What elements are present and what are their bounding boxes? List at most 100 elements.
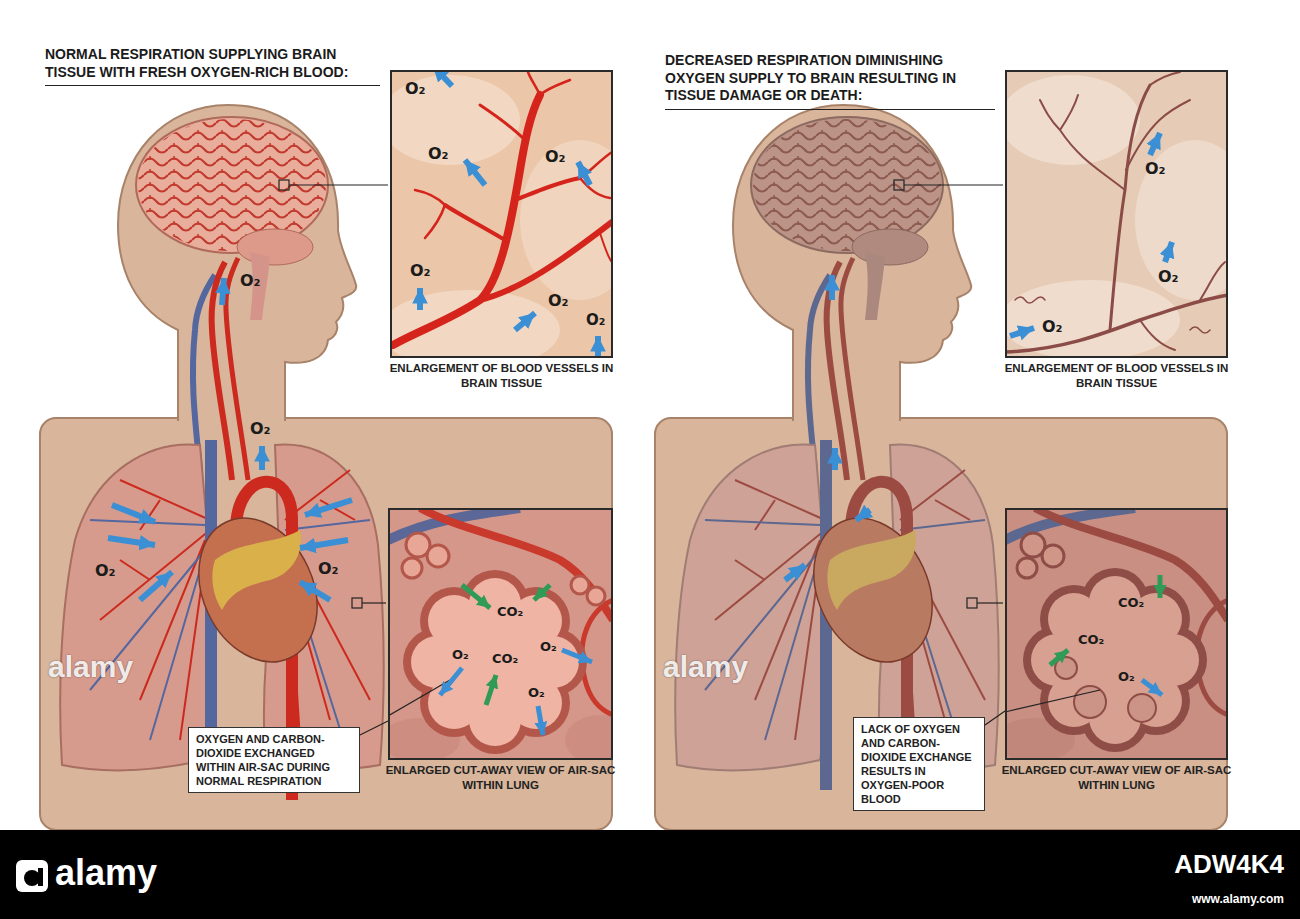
footer-text: alamy <box>55 852 157 893</box>
impaired-air-sac-part <box>1050 575 1160 665</box>
impaired-brain-vessels-part <box>1005 280 1180 358</box>
impaired-brain-vessels-part-part <box>1140 262 1225 350</box>
normal-air-sac-part-part <box>562 650 592 662</box>
enlargement-inset: ENLARGED CUT-AWAY VIEW OF AIR-SAC WITHIN… <box>1005 508 1228 760</box>
normal-brain-vessels-part-part <box>480 222 612 300</box>
impaired-brain-part <box>865 252 885 320</box>
normal-brain <box>136 117 328 320</box>
body-arrows-part <box>300 582 330 600</box>
impaired-brain-vessels-part <box>1010 133 1172 336</box>
detail-markers-part <box>352 598 362 608</box>
gas-label: CO₂ <box>497 605 523 620</box>
gas-label: O₂ <box>318 560 339 578</box>
gas-label: O₂ <box>540 640 557 655</box>
detail-markers-part <box>967 598 977 608</box>
impaired-brain-vessels-part-part <box>1005 295 1228 352</box>
normal-air-sac-part-part <box>571 576 589 594</box>
impaired-air-sac-part-part <box>1128 694 1156 722</box>
normal-air-sac <box>388 508 613 760</box>
impaired-brain-vessels-part-part <box>1010 328 1034 336</box>
impaired-brain-vessels-part-part <box>1110 85 1150 330</box>
detail-markers-part <box>894 180 904 190</box>
gas-label: O₂ <box>548 292 569 310</box>
body-arrows-part <box>259 446 265 470</box>
normal-brain-vessels-part-part <box>595 336 601 356</box>
normal-brain-vessels-part-part <box>528 72 570 95</box>
callout-box: OXYGEN AND CARBON-DIOXIDE EXCHANGED WITH… <box>188 727 360 793</box>
panel-heading: DECREASED RESPIRATION DIMINISHING OXYGEN… <box>665 52 995 110</box>
callout-text: LACK OF OXYGEN AND CARBON-DIOXIDE EXCHAN… <box>861 722 977 806</box>
normal-air-sac-part <box>411 578 579 746</box>
normal-brain-vessels-part-part <box>393 95 540 345</box>
footer-text: www.alamy.com <box>1192 893 1284 907</box>
normal-brain-vessels-part-part <box>433 70 452 86</box>
normal-brain-vessels-part-part <box>578 162 590 185</box>
footer-bar <box>0 830 1300 919</box>
normal-brain-vessels <box>390 70 613 358</box>
inset-caption: ENLARGEMENT OF BLOOD VESSELS IN BRAIN TI… <box>997 361 1236 391</box>
normal-air-sac-part-part <box>402 558 422 578</box>
impaired-brain-vessels-part-part <box>1040 95 1125 190</box>
normal-air-sac-part-part <box>440 668 462 695</box>
body-arrows-part <box>785 565 805 580</box>
impaired-brain-vessels-part <box>1005 72 1228 352</box>
gas-label: CO₂ <box>1078 633 1104 648</box>
gas-label: CO₂ <box>492 652 518 667</box>
detail-markers-part <box>279 180 289 190</box>
detail-markers-part <box>977 602 1003 603</box>
normal-air-sac-part-part <box>534 585 550 600</box>
gas-label: O₂ <box>1145 160 1166 178</box>
logo-mark <box>16 860 48 892</box>
normal-brain-vessels-part-part <box>480 105 525 140</box>
body-arrows-part <box>140 572 172 600</box>
impaired-brain-vessels-part-part <box>1165 242 1172 262</box>
normal-brain-vessels-part-part <box>445 205 505 240</box>
body-arrows-part <box>300 540 348 548</box>
footer-text: ADW4K4 <box>1174 850 1284 880</box>
gas-label: O₂ <box>1042 318 1063 336</box>
impaired-air-sac-part <box>1142 680 1162 695</box>
impaired-brain-vessels-part-part <box>1126 72 1190 170</box>
gas-label: O₂ <box>250 420 271 438</box>
enlargement-inset: ENLARGEMENT OF BLOOD VESSELS IN BRAIN TI… <box>1005 70 1228 358</box>
impaired-brain-vessels <box>1005 70 1228 358</box>
gas-label: O₂ <box>452 648 469 663</box>
panel-heading: NORMAL RESPIRATION SUPPLYING BRAIN TISSU… <box>45 46 380 86</box>
gas-label: O₂ <box>528 686 545 701</box>
impaired-air-sac-part <box>1017 533 1064 578</box>
body-arrows-part <box>829 275 835 300</box>
gas-label: O₂ <box>545 148 566 166</box>
impaired-air-sac-part-part <box>1142 680 1162 695</box>
detail-markers-part <box>289 184 388 185</box>
callout-text: OXYGEN AND CARBON-DIOXIDE EXCHANGED WITH… <box>196 732 352 788</box>
normal-brain-vessels-part-part <box>515 178 580 200</box>
impaired-air-sac-part-part <box>1050 650 1068 665</box>
impaired-brain-vessels-part-part <box>1150 133 1160 155</box>
normal-brain-vessels-part-part <box>600 233 612 262</box>
normal-air-sac-part <box>440 650 592 735</box>
impaired-air-sac-part <box>1023 568 1207 752</box>
detail-markers-part <box>904 184 1003 185</box>
gas-label: O₂ <box>1118 670 1135 685</box>
body-arrows-part <box>112 505 155 522</box>
inset-caption: ENLARGED CUT-AWAY VIEW OF AIR-SAC WITHIN… <box>997 763 1236 793</box>
normal-air-sac-part-part <box>427 545 449 567</box>
impaired-brain-vessels-part <box>1005 75 1140 165</box>
impaired-air-sac-part <box>1031 576 1199 744</box>
normal-brain-vessels-part-part <box>417 288 423 310</box>
watermark: alamy <box>663 650 748 685</box>
callout-box: LACK OF OXYGEN AND CARBON-DIOXIDE EXCHAN… <box>853 717 985 811</box>
gas-label: O₂ <box>586 312 605 329</box>
impaired-air-sac-part <box>1055 657 1156 722</box>
normal-air-sac-part-part <box>587 587 605 605</box>
impaired-brain-part <box>852 229 928 265</box>
normal-brain-vessels-part-part <box>415 190 445 238</box>
inset-caption: ENLARGEMENT OF BLOOD VESSELS IN BRAIN TI… <box>382 361 621 391</box>
impaired-air-sac-part <box>1005 690 1100 712</box>
gas-label: O₂ <box>1158 268 1179 286</box>
normal-brain-vessels-part <box>393 72 612 345</box>
body-arrows-part <box>222 278 224 305</box>
detail-markers-part <box>362 602 386 603</box>
normal-air-sac-part <box>462 585 550 705</box>
